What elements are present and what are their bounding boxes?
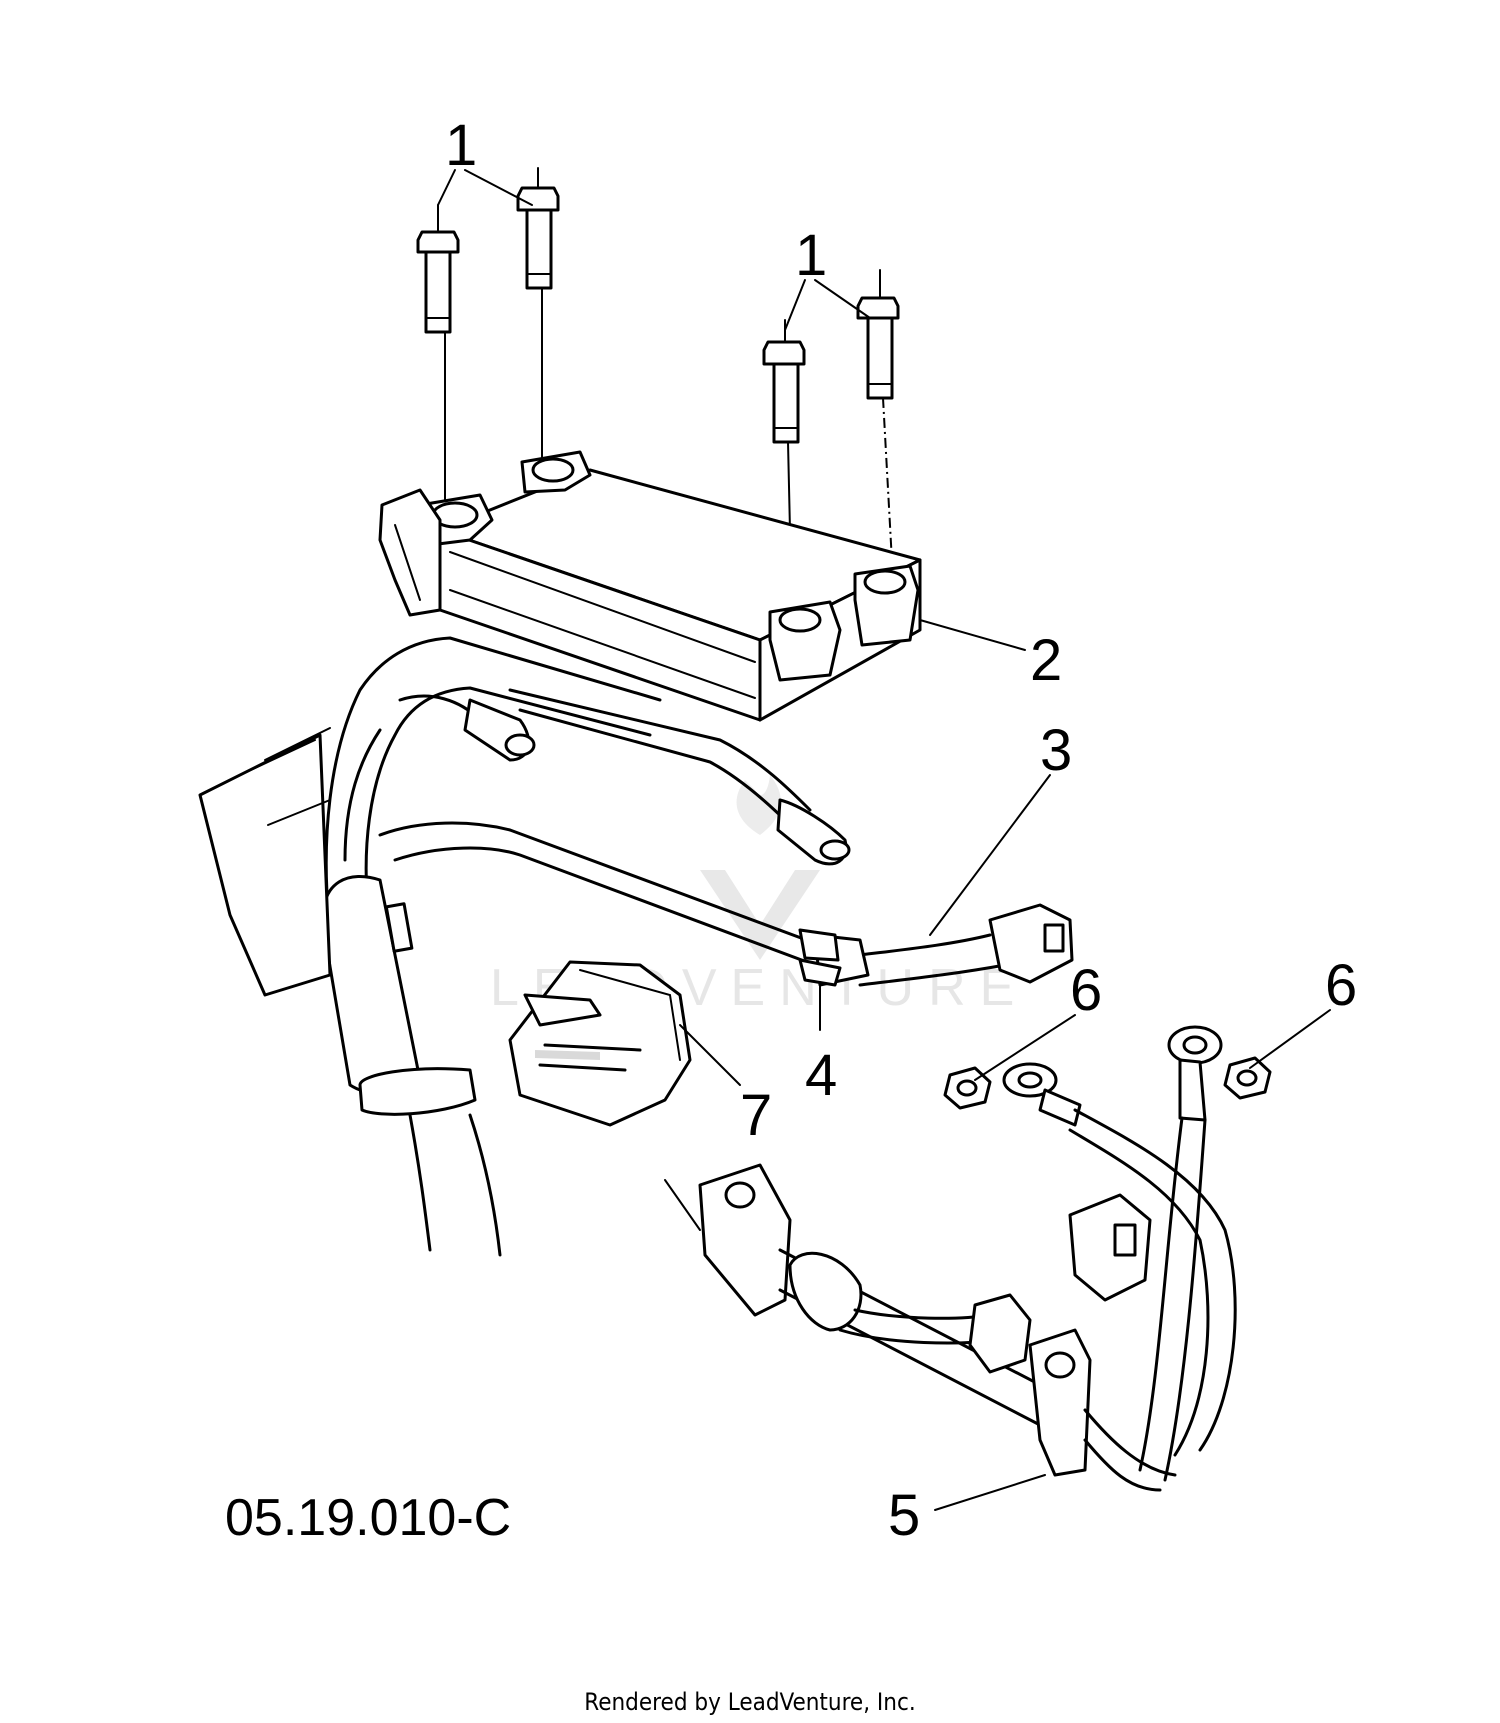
callout-4: 4 xyxy=(805,1043,837,1108)
callout-5: 5 xyxy=(888,1483,920,1548)
bolt-4 xyxy=(856,269,900,581)
callout-6b: 6 xyxy=(1325,953,1357,1018)
bolt-3 xyxy=(762,319,806,621)
callout-7: 7 xyxy=(740,1083,772,1148)
control-module xyxy=(378,450,922,722)
callout-3: 3 xyxy=(1040,718,1072,783)
battery-cable-assembly xyxy=(664,1025,1237,1492)
harness-clip xyxy=(798,928,842,987)
bolt-2 xyxy=(516,167,560,471)
callout-6a: 6 xyxy=(1070,958,1102,1023)
wire-harness xyxy=(198,636,1074,1257)
callout-1a: 1 xyxy=(445,113,477,178)
callout-1b: 1 xyxy=(795,223,827,288)
bolt-1 xyxy=(416,204,460,521)
nut-right xyxy=(1223,1056,1272,1100)
diagram-code: 05.19.010-C xyxy=(225,1489,511,1547)
render-credit: Rendered by LeadVenture, Inc. xyxy=(584,1688,915,1716)
leader-lines xyxy=(437,169,1331,1511)
callout-2: 2 xyxy=(1030,628,1062,693)
connector-cover xyxy=(508,960,692,1127)
